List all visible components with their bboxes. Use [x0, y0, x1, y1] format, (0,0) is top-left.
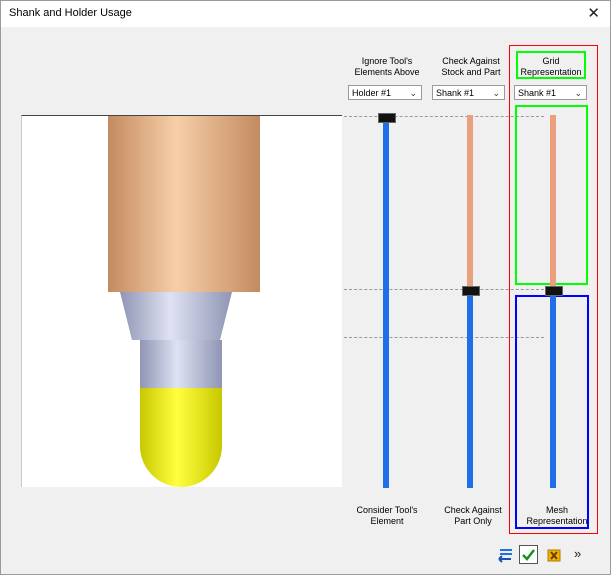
check-select-value: Shank #1: [436, 88, 475, 98]
ignore-slider-track[interactable]: [383, 118, 389, 488]
title-bar: Shank and Holder Usage ✕: [1, 1, 610, 27]
check-slider-track[interactable]: [467, 290, 473, 488]
check-slider-thumb[interactable]: [462, 286, 480, 296]
chevron-down-icon: ⌄: [492, 88, 500, 98]
grid-slider-track[interactable]: [550, 290, 556, 488]
chevron-down-icon: ⌄: [574, 88, 582, 98]
guide-line-middle: [344, 289, 544, 290]
guide-line-top: [344, 116, 544, 117]
more-icon[interactable]: »: [574, 546, 582, 561]
grid-mesh-frame: [509, 45, 598, 534]
ignore-select-value: Holder #1: [352, 88, 392, 98]
ignore-slider-thumb[interactable]: [378, 113, 396, 123]
tool-holder: [108, 116, 260, 292]
tool-preview: [21, 115, 342, 487]
tool-tip: [140, 388, 222, 487]
close-icon[interactable]: ✕: [587, 5, 600, 22]
column-header-check: Check Against Stock and Part: [441, 56, 501, 77]
grid-select-value: Shank #1: [518, 88, 557, 98]
tool-shank-taper: [120, 292, 232, 340]
grid-slider-thumb[interactable]: [545, 286, 563, 296]
column-footer-check: Check Against Part Only: [444, 505, 502, 526]
ignore-select[interactable]: Holder #1 ⌄: [348, 85, 422, 100]
check-icon[interactable]: [519, 545, 538, 564]
check-slider-upper: [467, 115, 473, 290]
column-header-grid: Grid Representation: [520, 56, 582, 77]
window-title: Shank and Holder Usage: [9, 7, 132, 19]
grid-header-frame: [516, 51, 586, 79]
excel-export-icon[interactable]: [546, 547, 562, 563]
check-select[interactable]: Shank #1 ⌄: [432, 85, 505, 100]
chevron-down-icon: ⌄: [409, 88, 417, 98]
tool-shank: [140, 340, 222, 388]
swap-icon[interactable]: [497, 547, 515, 563]
grid-select[interactable]: Shank #1 ⌄: [514, 85, 587, 100]
column-footer-mesh: Mesh Representation: [526, 505, 588, 526]
column-footer-consider: Consider Tool's Element: [356, 505, 418, 526]
column-header-ignore: Ignore Tool's Elements Above: [354, 56, 420, 77]
tool-drawing: [108, 116, 260, 487]
guide-line-bottom: [344, 337, 544, 338]
grid-slider-upper: [550, 115, 556, 290]
